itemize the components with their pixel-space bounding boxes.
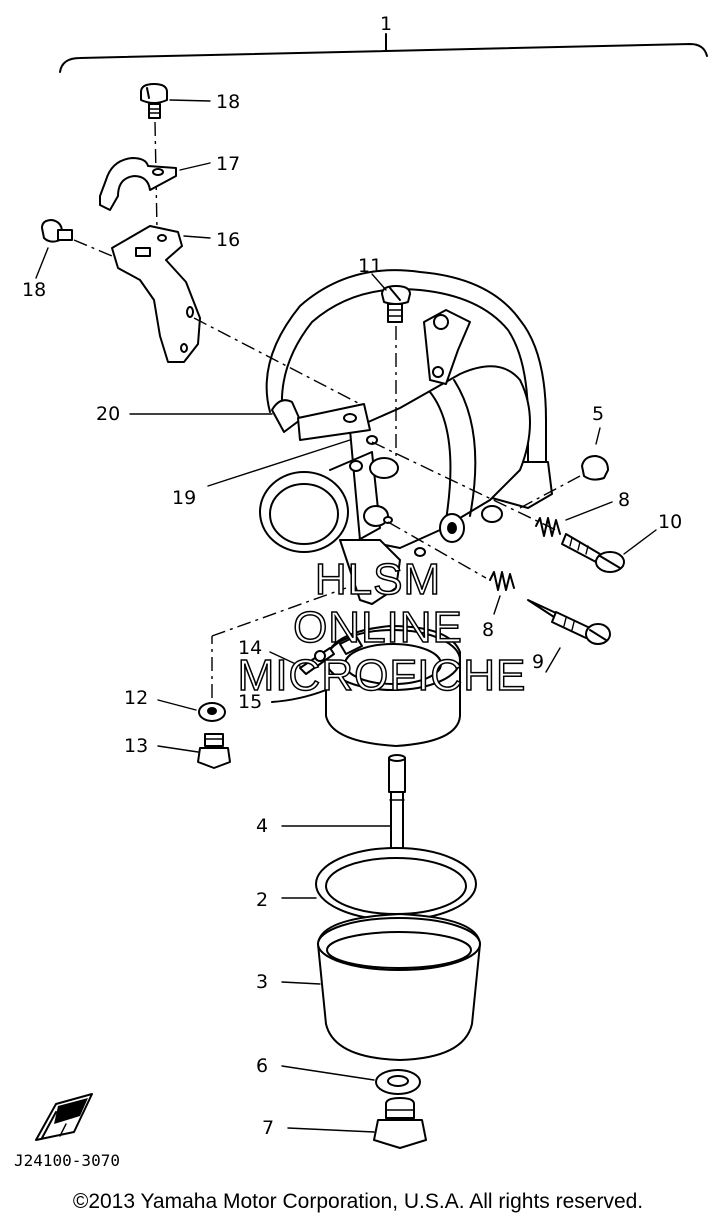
label-2: 2: [256, 889, 268, 911]
label-14: 14: [238, 637, 262, 659]
label-19: 19: [172, 487, 196, 509]
part-11-screw: [371, 273, 411, 456]
label-4: 4: [256, 815, 268, 837]
label-18-left: 18: [22, 279, 46, 301]
label-3: 3: [256, 971, 268, 993]
label-20: 20: [96, 403, 120, 425]
watermark-line-1: HLSM: [315, 555, 441, 604]
assembly-bracket: [59, 33, 708, 73]
part-6-washer: [281, 1065, 421, 1095]
part-8-spring-lower: [387, 521, 515, 615]
label-5: 5: [592, 403, 604, 425]
diagram-code: J24100-3070: [14, 1151, 120, 1170]
label-8-lower: 8: [482, 619, 494, 641]
label-1: 1: [380, 13, 392, 35]
reference-book-icon: [35, 1093, 93, 1141]
label-7: 7: [262, 1117, 274, 1139]
part-5-plug: [519, 427, 609, 509]
part-2-gasket: [281, 847, 477, 921]
part-18-screw-top: [140, 83, 211, 119]
carburetor-body: [259, 269, 553, 605]
label-12: 12: [124, 687, 148, 709]
watermark-line-2: ONLINE: [293, 603, 463, 652]
part-16-bracket: [111, 225, 211, 363]
label-10: 10: [658, 511, 682, 533]
part-12-washer: [157, 699, 226, 722]
part-7-drain-plug: [287, 1097, 427, 1149]
label-17: 17: [216, 153, 240, 175]
part-17-clamp: [99, 157, 211, 211]
part-3-float-bowl: [281, 913, 481, 1061]
label-6: 6: [256, 1055, 268, 1077]
part-14-needle: [269, 635, 363, 675]
label-11: 11: [358, 255, 382, 277]
part-8-spring-upper: [535, 501, 613, 537]
label-13: 13: [124, 735, 148, 757]
label-16: 16: [216, 229, 240, 251]
watermark-line-3: MICROFICHE: [238, 651, 527, 700]
part-13-plug: [157, 733, 231, 769]
part-10-screw: [371, 441, 657, 573]
leader-19: [207, 439, 351, 487]
label-18-top: 18: [216, 91, 240, 113]
copyright-notice: ©2013 Yamaha Motor Corporation, U.S.A. A…: [73, 1190, 643, 1213]
label-9: 9: [532, 651, 544, 673]
part-18-screw-left: [35, 219, 113, 279]
part-9-needle-screw: [527, 599, 611, 673]
watermark: HLSM ONLINE MICROFICHE: [237, 554, 527, 701]
label-8-upper: 8: [618, 489, 630, 511]
label-15: 15: [238, 691, 262, 713]
